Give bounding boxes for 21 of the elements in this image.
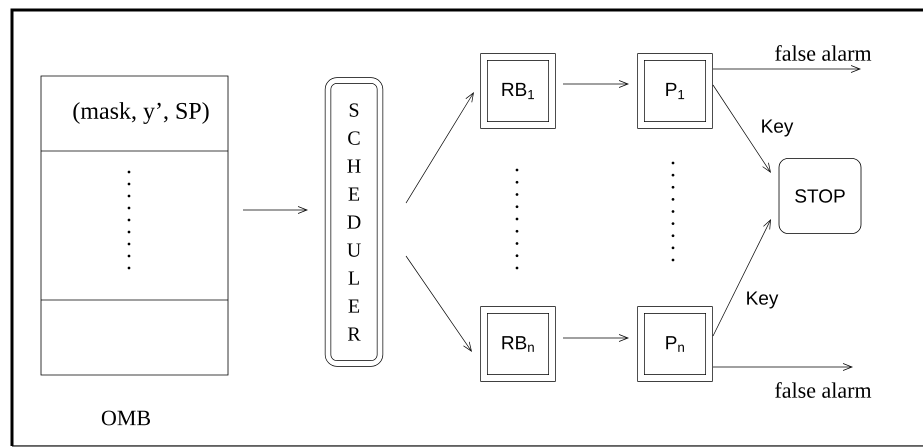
process-box: P$_{1}$: [637, 53, 713, 129]
edge-label: false alarm: [773, 44, 873, 62]
arrow: [712, 84, 772, 173]
arrow: [562, 80, 629, 88]
scheduler-box: SCHEDULER: [324, 77, 384, 367]
arrow: [712, 219, 771, 336]
arrow: [406, 92, 474, 204]
box-caption: OMB: [102, 410, 150, 426]
process-box: P$_{n}$: [637, 306, 713, 382]
buffer-box: (mask, y’, SP): [40, 76, 228, 376]
edge-label: false alarm: [773, 381, 873, 399]
arrow: [712, 363, 854, 371]
process-box: RB$_{n}$: [480, 306, 556, 382]
edge-label: Key: [760, 118, 794, 138]
process-box: RB$_{1}$: [480, 53, 556, 129]
arrow: [562, 334, 629, 342]
edge-label: Key: [744, 290, 780, 310]
arrow: [712, 65, 862, 73]
arrow: [242, 206, 308, 214]
stop-box: STOP: [778, 158, 862, 234]
arrow: [406, 256, 472, 352]
